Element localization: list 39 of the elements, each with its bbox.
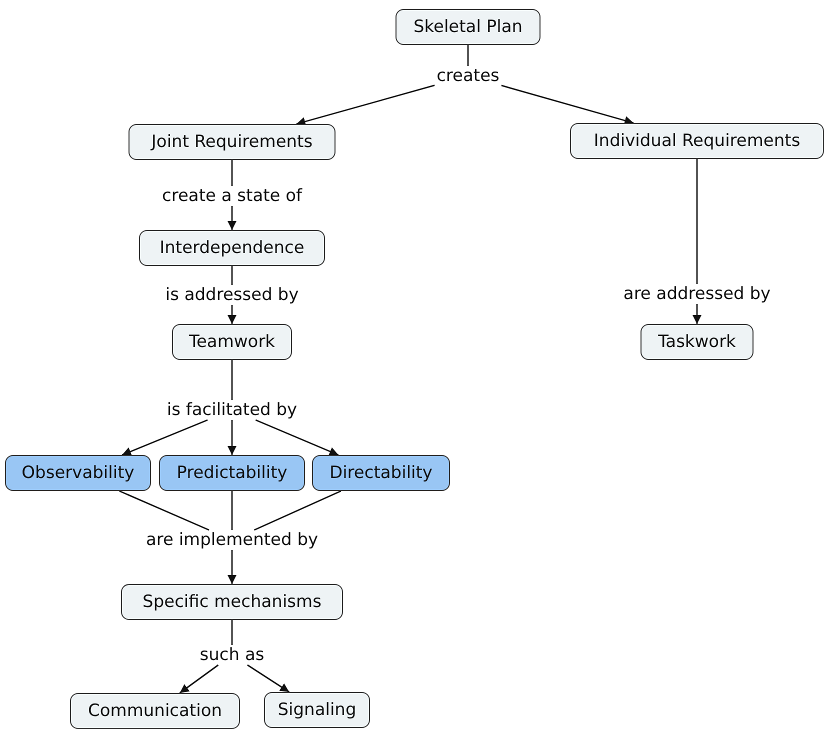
concept-box: Skeletal Plan xyxy=(396,9,540,45)
arrow xyxy=(228,550,236,584)
concept-box: Signaling xyxy=(264,692,370,728)
concept-box: Communication xyxy=(70,693,240,729)
connector-line xyxy=(231,491,233,530)
connector-line xyxy=(231,620,233,645)
arrow xyxy=(501,84,634,125)
concept-box: Teamwork xyxy=(172,324,292,360)
concept-box: Interdependence xyxy=(139,230,325,266)
concept-box: Joint Requirements xyxy=(128,124,336,160)
connector-line xyxy=(254,490,342,531)
arrow xyxy=(255,419,339,456)
linking-phrase: creates xyxy=(434,66,502,86)
linking-phrase: such as xyxy=(198,645,266,665)
concept-box: Taskwork xyxy=(640,324,754,360)
arrow xyxy=(228,206,236,230)
linking-phrase: is facilitated by xyxy=(164,400,300,420)
linking-phrase: is addressed by xyxy=(163,285,301,305)
arrow xyxy=(228,420,236,455)
concept-box: Individual Requirements xyxy=(570,123,824,159)
concept-box: Predictability xyxy=(159,455,305,491)
connector-line xyxy=(231,266,233,285)
linking-phrase: create a state of xyxy=(160,186,304,206)
arrow xyxy=(247,664,290,693)
linking-phrase: are addressed by xyxy=(621,284,773,304)
arrow xyxy=(228,305,236,324)
concept-box: Directability xyxy=(312,455,450,491)
arrow xyxy=(296,84,435,126)
arrow xyxy=(692,304,702,324)
connector-line xyxy=(467,45,469,66)
arrow xyxy=(122,419,208,456)
connector-line xyxy=(231,360,233,400)
connector-line xyxy=(696,159,698,284)
concept-box: Specific mechanisms xyxy=(121,584,343,620)
concept-box: Observability xyxy=(5,455,151,491)
arrow xyxy=(179,664,219,694)
connector-line xyxy=(231,160,233,186)
connector-line xyxy=(119,490,210,531)
linking-phrase: are implemented by xyxy=(144,530,320,550)
